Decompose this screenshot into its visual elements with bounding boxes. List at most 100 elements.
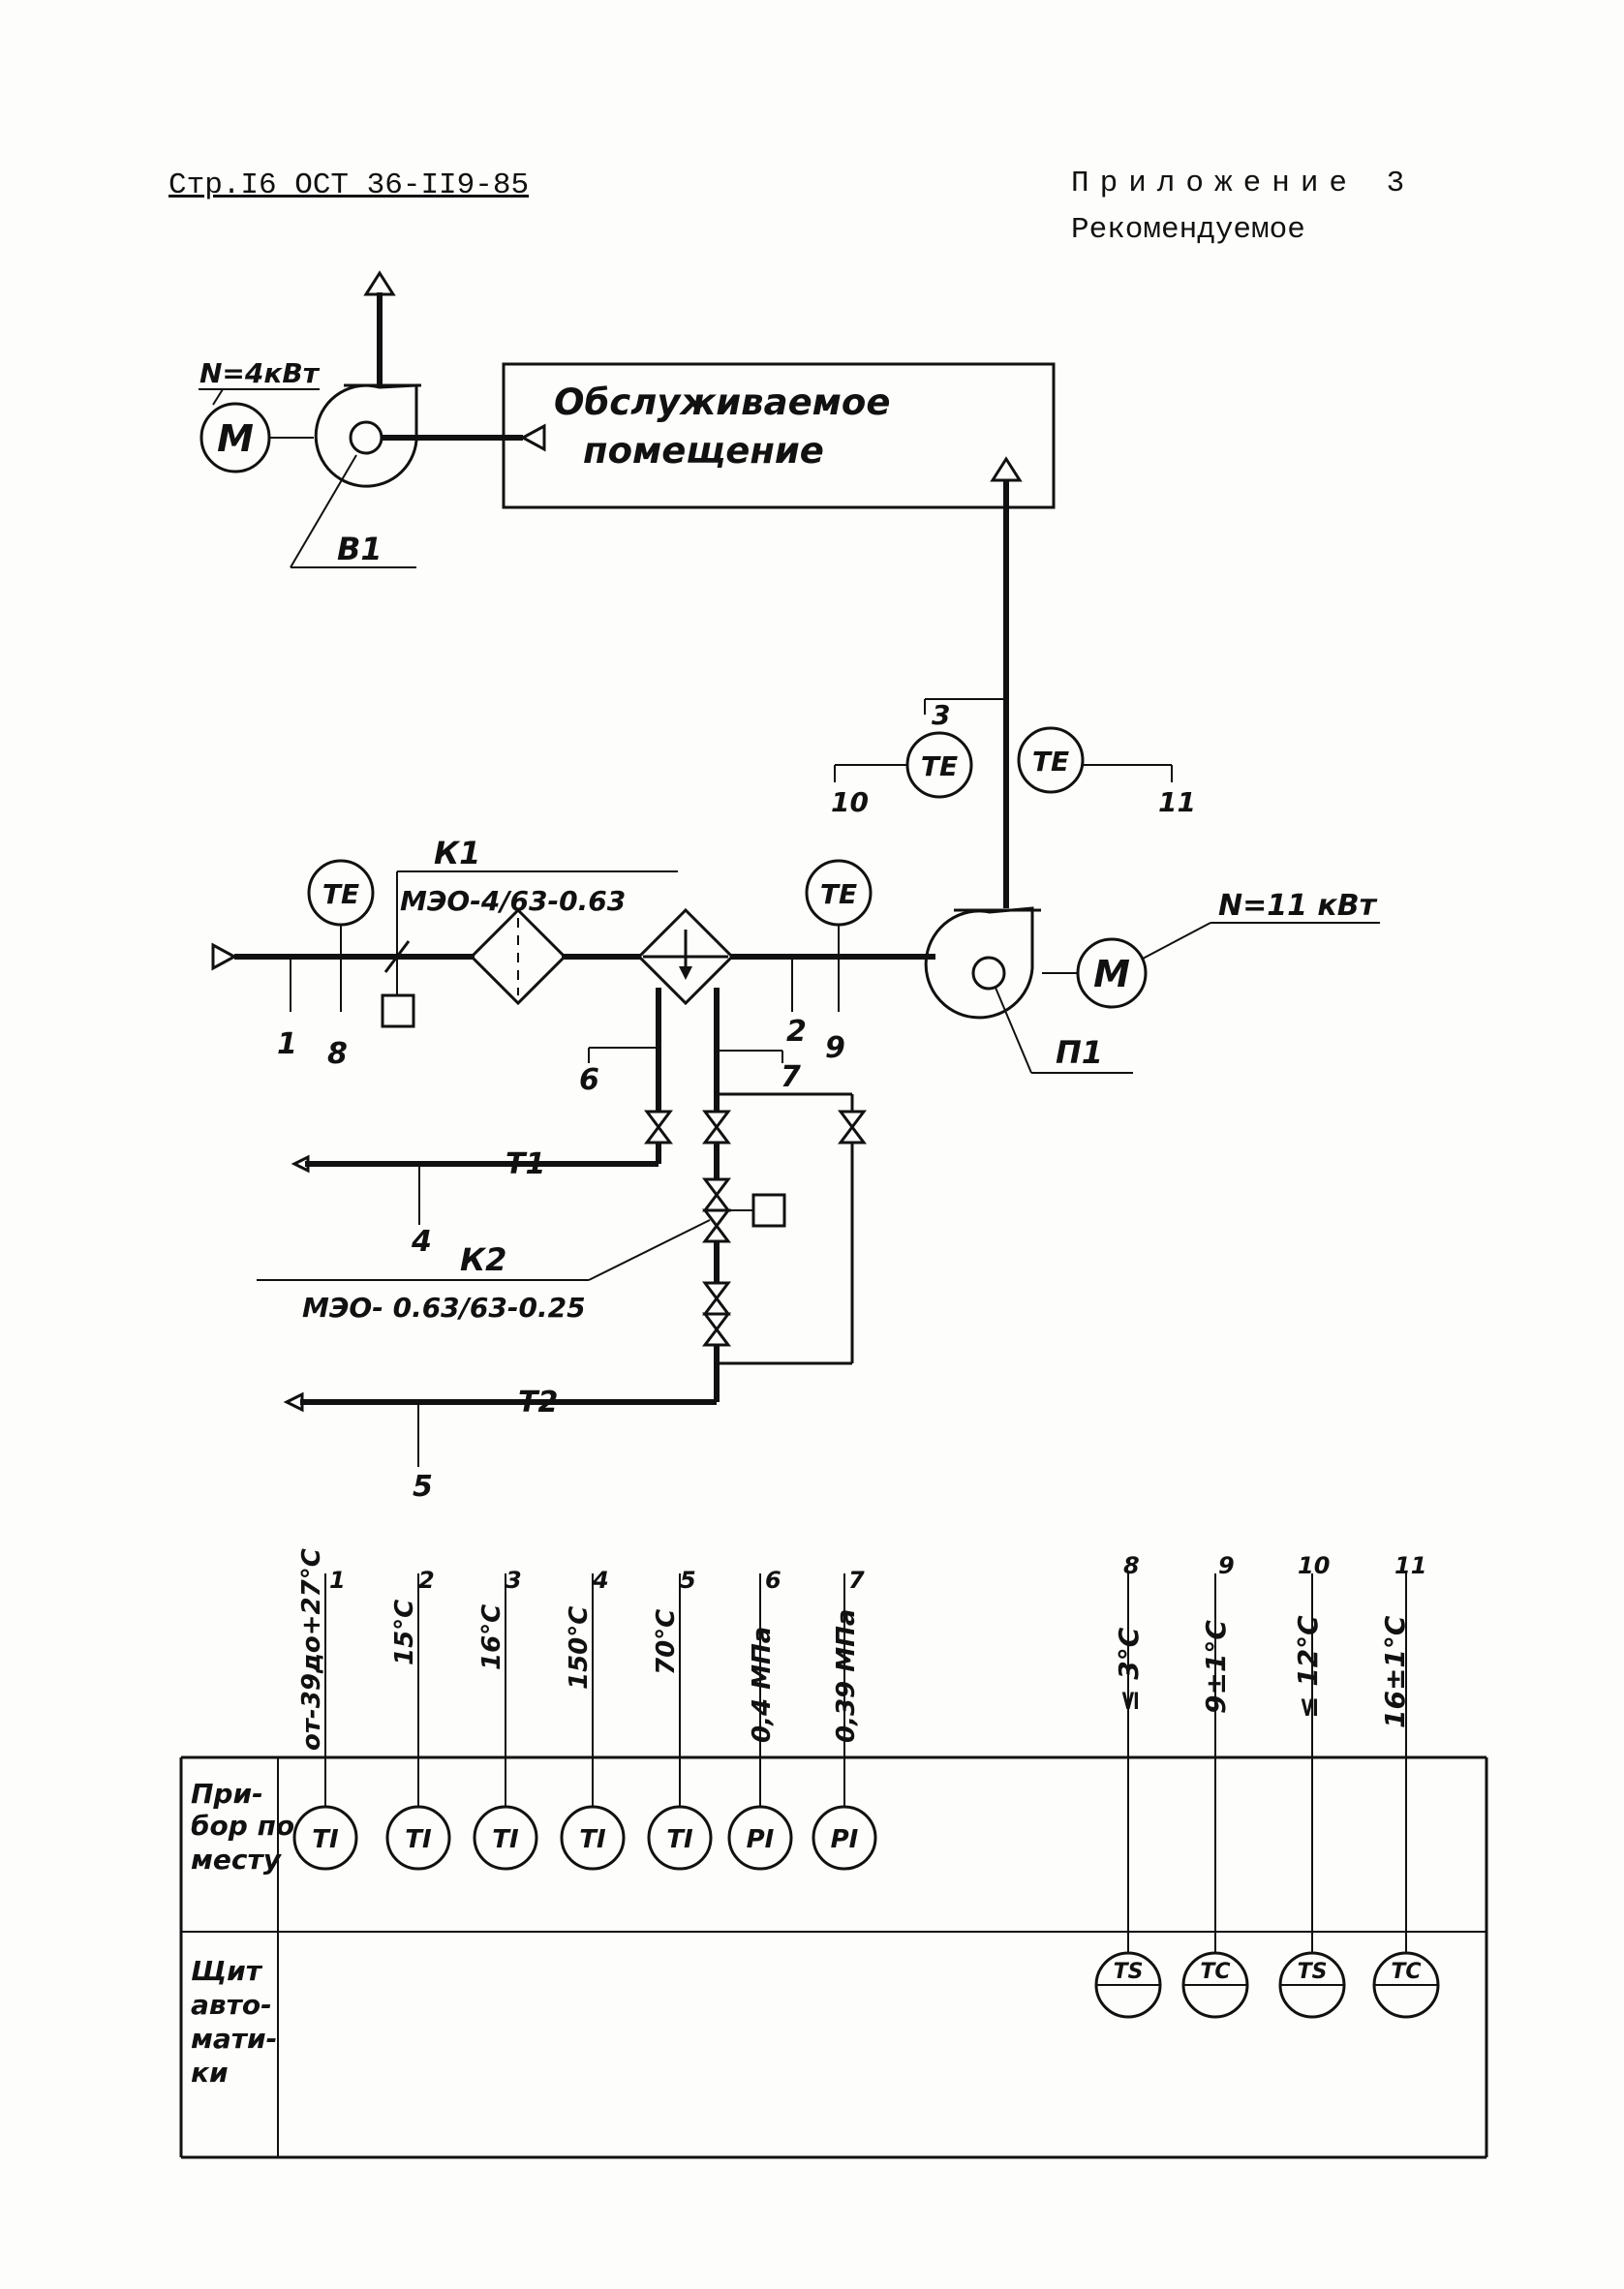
valve-t1-icon xyxy=(644,1110,673,1144)
row-label-panel: Щит авто- мати- ки xyxy=(191,1955,287,2089)
measured-value: 0,4 МПа xyxy=(748,1627,777,1743)
sensor-te-9-label: TE xyxy=(820,878,857,910)
supply-power-label: N=11 кВт xyxy=(1218,889,1378,923)
instrument-icon xyxy=(560,1805,626,1871)
supply-fan-assembly: M N=11 кВт П1 xyxy=(924,889,1380,1074)
k2-actuator-icon xyxy=(751,1193,786,1228)
local-instrument-7: 7 0,39 МПа PI xyxy=(812,1567,877,1871)
served-room: Обслуживаемое помещение xyxy=(502,362,1056,509)
local-instrument-5: 5 70°C TI xyxy=(647,1567,713,1871)
instrument-icon xyxy=(647,1805,713,1871)
exhaust-fan-icon xyxy=(314,383,418,488)
sensor-te-10-label: TE xyxy=(921,750,958,782)
supply-fan-icon xyxy=(924,906,1034,1020)
appendix-title: Приложение 3 xyxy=(1071,167,1416,200)
point-8: 8 xyxy=(327,1037,348,1071)
k1-actuator-icon xyxy=(381,993,415,1028)
point-11: 11 xyxy=(1158,786,1196,818)
k1-label: К1 xyxy=(434,835,480,871)
point-num: 8 xyxy=(1123,1552,1140,1579)
local-instrument-6: 6 0,4 МПа PI xyxy=(727,1567,793,1871)
panel-instrument-9: 9 9±1°C TC xyxy=(1181,1552,1249,2019)
supply-arrow-icon xyxy=(990,456,1023,482)
control-valve-k2-icon xyxy=(702,1177,731,1212)
point-num: 7 xyxy=(848,1567,865,1594)
instrument-symbol: TI xyxy=(666,1825,693,1854)
instrument-symbol: PI xyxy=(831,1825,859,1854)
controller-symbol: TS xyxy=(1298,1960,1328,1984)
measured-value: 150°C xyxy=(565,1606,594,1690)
measured-value: 16°C xyxy=(477,1604,506,1670)
measured-value: от-39до+27°C xyxy=(297,1548,326,1751)
appendix-status: Рекомендуемое xyxy=(1071,213,1305,247)
instrument-symbol: TI xyxy=(579,1825,606,1854)
sensor-te-11-label: TE xyxy=(1032,746,1069,778)
instrument-icon xyxy=(812,1805,877,1871)
valve-return-lower-icon xyxy=(702,1281,731,1316)
room-label-line2: помещение xyxy=(583,430,824,472)
instrument-icon xyxy=(292,1805,358,1871)
panel-instrument-8: 8 ≤ 3°C TS xyxy=(1094,1552,1162,2019)
k2-label: К2 xyxy=(460,1241,506,1278)
pipe-t2-label: Т2 xyxy=(518,1386,558,1419)
instrument-table: При- бор по месту Щит авто- мати- ки 1 о… xyxy=(179,1548,1488,2159)
sensor-te-11-icon xyxy=(1017,726,1085,794)
supply-duct: 3 TE 10 TE 11 xyxy=(831,456,1196,908)
supply-motor-label: M xyxy=(1093,953,1130,995)
instrument-symbol: TI xyxy=(312,1825,339,1854)
point-3: 3 xyxy=(932,699,950,731)
point-num: 10 xyxy=(1298,1552,1330,1579)
point-9: 9 xyxy=(825,1031,845,1065)
point-num: 6 xyxy=(765,1567,781,1594)
point-7: 7 xyxy=(781,1060,801,1094)
pipe-t1-label: Т1 xyxy=(506,1147,545,1181)
point-5: 5 xyxy=(413,1470,433,1504)
point-6: 6 xyxy=(579,1063,599,1097)
measured-value: ≤ 12°C xyxy=(1292,1615,1324,1719)
exhaust-arrow-icon xyxy=(363,270,396,296)
room-label-line1: Обслуживаемое xyxy=(554,382,890,423)
page-reference: Стр.I6 ОСТ 36-II9-85 xyxy=(169,168,530,202)
exhaust-fan-label: В1 xyxy=(337,531,383,567)
point-4: 4 xyxy=(411,1225,432,1259)
row-label-local: При- бор по месту xyxy=(191,1778,304,1876)
bypass-valve-icon xyxy=(838,1110,867,1144)
point-1: 1 xyxy=(277,1027,297,1061)
instrument-icon xyxy=(727,1805,793,1871)
supply-fan-label: П1 xyxy=(1056,1034,1103,1071)
controller-symbol: TC xyxy=(1391,1960,1421,1984)
k1-actuator-model: МЭО-4/63-0.63 xyxy=(400,885,626,917)
heat-carrier-piping: 4 Т1 6 7 5 Т2 К2 xyxy=(257,988,867,1504)
local-instrument-4: 4 150°C TI xyxy=(560,1567,626,1871)
instrument-icon xyxy=(385,1805,451,1871)
measured-value: 70°C xyxy=(652,1609,681,1675)
instrument-symbol: TI xyxy=(492,1825,519,1854)
local-instrument-2: 2 15°C TI xyxy=(385,1567,451,1871)
instrument-symbol: PI xyxy=(747,1825,775,1854)
supply-motor-icon xyxy=(1076,937,1148,1009)
heater-icon xyxy=(636,907,735,1006)
measured-value: ≤ 3°C xyxy=(1113,1627,1145,1712)
measured-value: 16±1°C xyxy=(1379,1615,1411,1728)
exhaust-motor-label: M xyxy=(217,417,254,460)
exhaust-fan-assembly: M N=4кВт В1 xyxy=(199,270,546,568)
point-num: 9 xyxy=(1218,1552,1235,1579)
point-num: 1 xyxy=(329,1567,346,1594)
k2-actuator-model: МЭО- 0.63/63-0.25 xyxy=(302,1292,586,1324)
filter-icon xyxy=(469,907,567,1006)
point-10: 10 xyxy=(831,786,869,818)
instrument-icon xyxy=(473,1805,538,1871)
valve-return-upper-icon xyxy=(702,1110,731,1144)
local-instrument-3: 3 16°C TI xyxy=(473,1567,538,1871)
measured-value: 0,39 МПа xyxy=(832,1609,861,1743)
point-num: 3 xyxy=(506,1567,522,1594)
point-num: 11 xyxy=(1394,1552,1426,1579)
measured-value: 9±1°C xyxy=(1200,1620,1232,1714)
local-instrument-1: 1 от-39до+27°C TI xyxy=(292,1548,358,1871)
point-num: 2 xyxy=(418,1567,435,1594)
panel-instrument-10: 10 ≤ 12°C TS xyxy=(1278,1552,1346,2019)
supply-air-line: 1 TE 8 К1 МЭО-4/63-0.63 2 TE 9 xyxy=(211,835,935,1071)
point-num: 5 xyxy=(680,1567,696,1594)
sensor-te-8-label: TE xyxy=(322,878,359,910)
